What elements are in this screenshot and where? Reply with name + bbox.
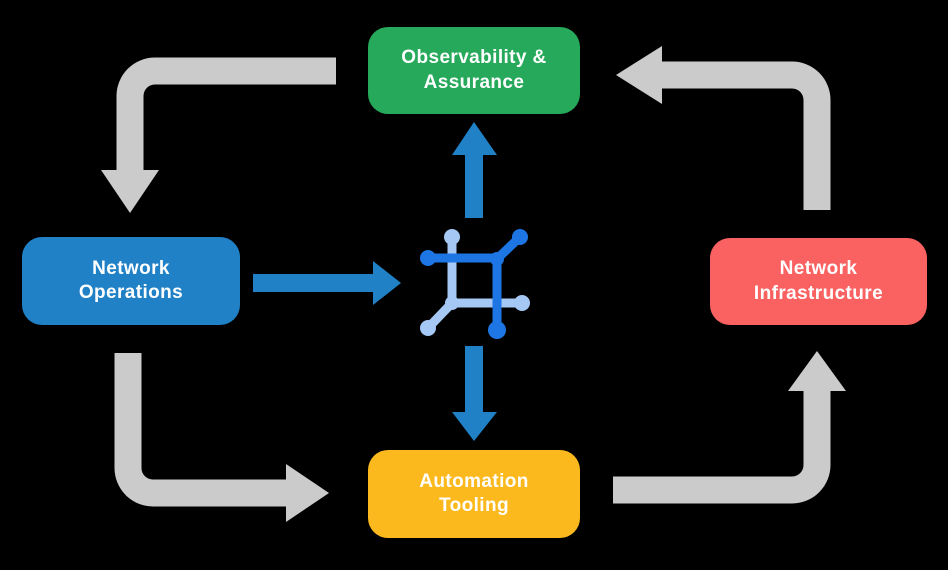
arrow-shaft (613, 389, 831, 504)
gray-arrow-infrastructure-to-observability (616, 46, 831, 210)
blue-arrow-center-to-automation (452, 346, 497, 441)
node-network-operations: Network Operations (22, 237, 240, 325)
arrow-shaft (660, 61, 831, 210)
arrow-shaft (116, 57, 336, 172)
arrowhead-left-icon (616, 46, 662, 104)
gray-arrow-observability-to-operations (101, 57, 336, 213)
arrowhead-down-icon (101, 170, 159, 213)
blue-arrow-center-to-observability (452, 122, 497, 218)
network-mesh-icon (420, 229, 530, 339)
arrowhead-right-icon (286, 464, 329, 522)
gray-arrow-operations-to-automation (114, 353, 329, 522)
gray-arrow-automation-to-infrastructure (613, 351, 846, 504)
node-observability-assurance: Observability & Assurance (368, 27, 580, 114)
blue-arrow-operations-to-center (253, 261, 401, 305)
icon-dark-nodes (420, 229, 528, 339)
node-automation-tooling: Automation Tooling (368, 450, 580, 538)
icon-light-nodes (420, 229, 530, 336)
node-network-infrastructure: Network Infrastructure (710, 238, 927, 325)
arrow-shaft (114, 353, 288, 507)
arrowhead-up-icon (788, 351, 846, 391)
